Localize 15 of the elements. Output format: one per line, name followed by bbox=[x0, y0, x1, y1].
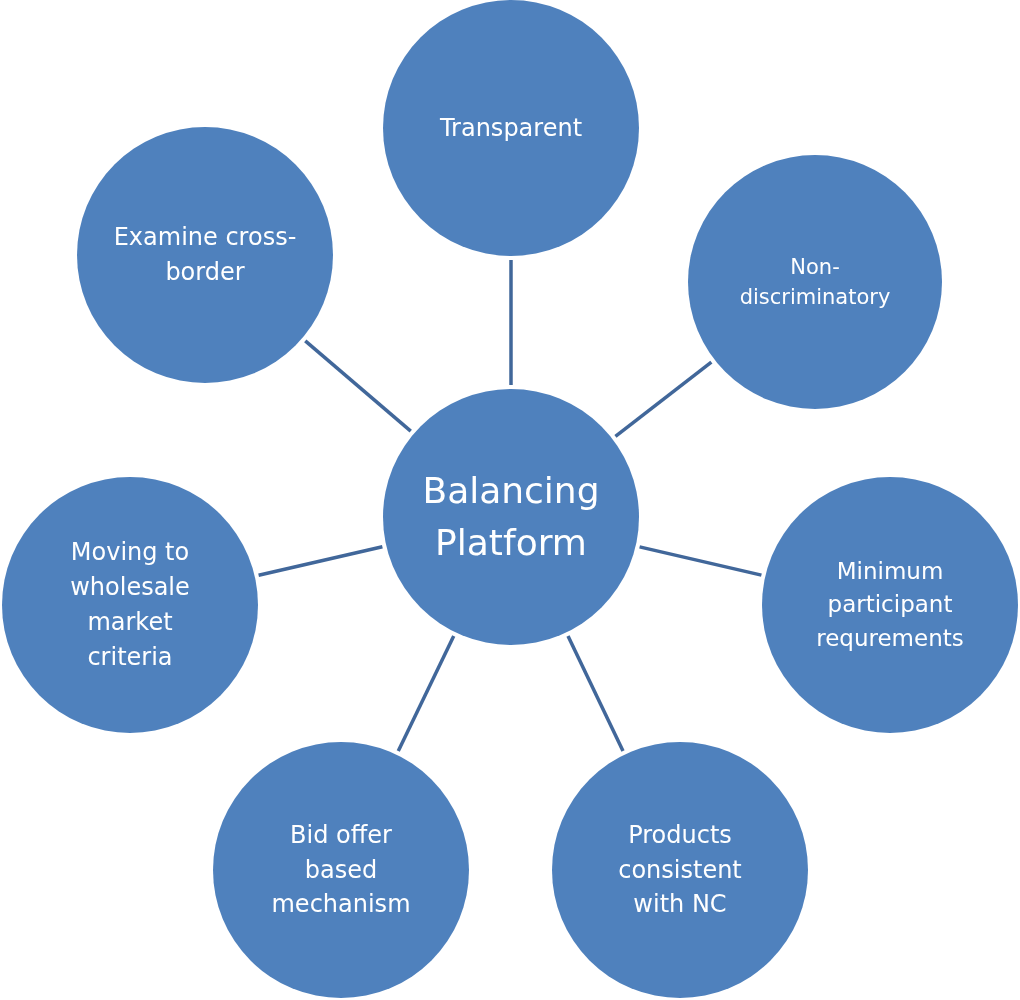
circle-label: Non- discriminatory bbox=[738, 253, 892, 311]
circle-label: Balancing Platform bbox=[421, 468, 601, 565]
circle-label: Transparent bbox=[438, 112, 584, 144]
circle-label: Moving to wholesale market criteria bbox=[69, 537, 191, 673]
connector-line bbox=[396, 635, 456, 752]
connector-line bbox=[304, 339, 412, 433]
circle-label: Bid offer based mechanism bbox=[270, 819, 412, 921]
circle-label: Minimum participant requrements bbox=[815, 557, 965, 653]
connector-line bbox=[509, 260, 513, 385]
connector-line bbox=[614, 360, 713, 438]
circle-label: Examine cross-border bbox=[112, 222, 298, 288]
connector-line bbox=[639, 545, 762, 577]
circle-label: Products consistent with NC bbox=[617, 819, 743, 921]
connector-line bbox=[258, 545, 383, 577]
connector-line bbox=[566, 635, 625, 752]
